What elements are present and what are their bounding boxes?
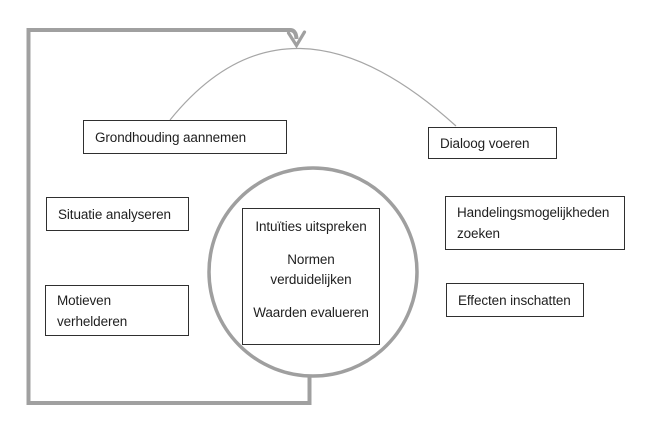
box-label: Effecten inschatten [458,292,571,308]
box-effecten-inschatten: Effecten inschatten [446,283,584,317]
center-line-verduidelijken: verduidelijken [270,272,352,287]
box-dialoog-voeren: Dialoog voeren [428,127,557,159]
center-line-waarden: Waarden evalueren [253,305,369,320]
box-situatie-analyseren: Situatie analyseren [46,197,189,231]
box-motieven-verhelderen: Motieven verhelderen [45,285,189,336]
grondhouding-to-dialoog-arc [169,47,457,127]
box-grondhouding-aannemen: Grondhouding aannemen [83,120,287,154]
central-process-circle [207,166,419,378]
feedback-loop-line [26,28,312,405]
box-label-line: verhelderen [57,313,128,329]
box-label-line: zoeken [457,226,500,241]
center-line-intuities: Intuïties uitspreken [255,219,367,234]
box-label: Dialoog voeren [440,135,530,151]
box-handelingsmogelijkheden-zoeken: Handelingsmogelijkheden zoeken [445,196,625,250]
box-central-activities: Intuïties uitspreken Normen verduidelijk… [242,208,380,345]
box-label: Situatie analyseren [58,206,171,222]
center-line-normen: Normen [287,252,335,267]
box-label-line: Motieven [57,292,111,308]
loop-arrowhead-icon [286,30,307,49]
box-label-line: Handelingsmogelijkheden [457,205,610,220]
box-label: Grondhouding aannemen [95,129,247,145]
